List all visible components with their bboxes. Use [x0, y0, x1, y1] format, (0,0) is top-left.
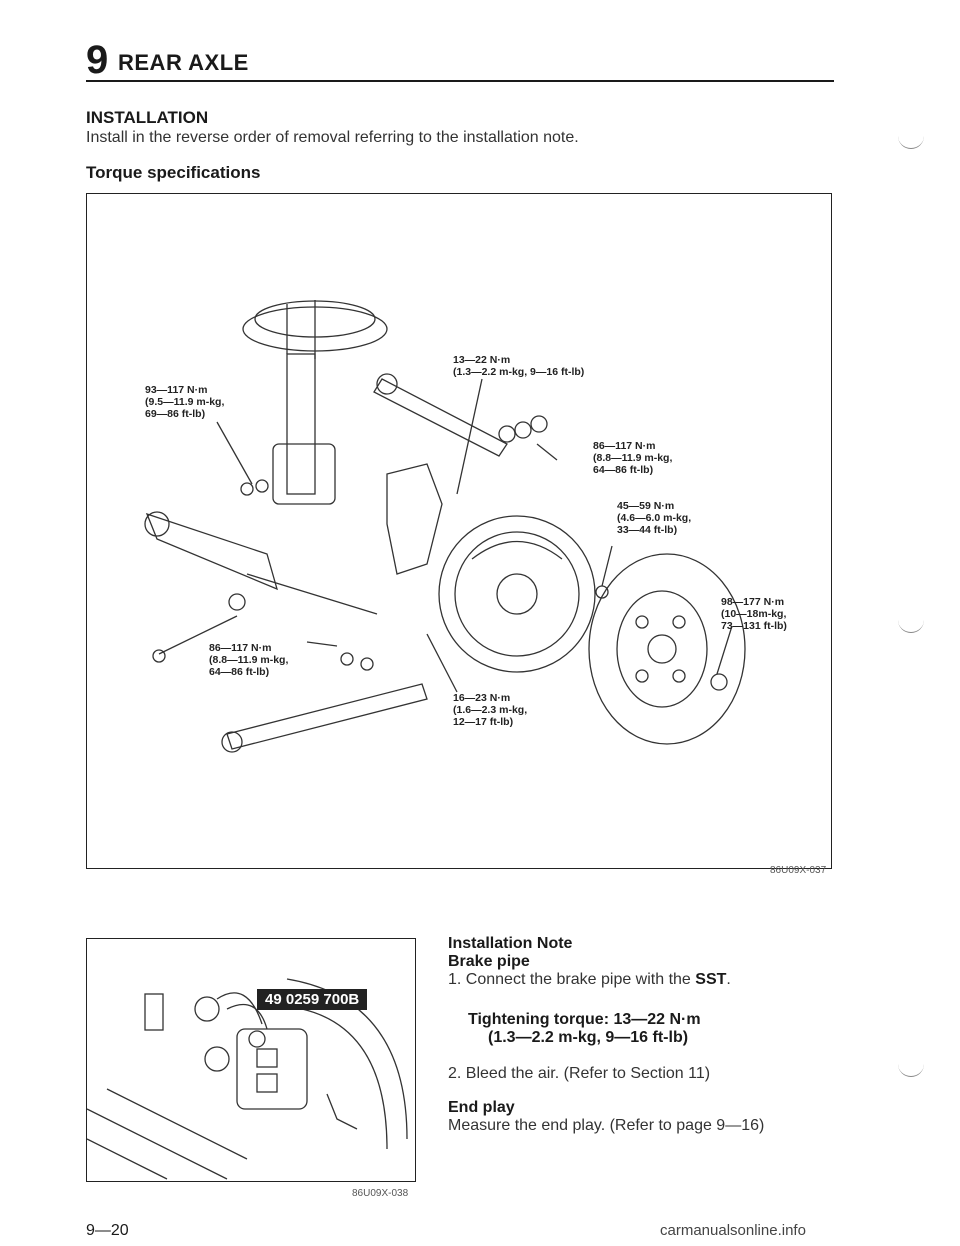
tightening-torque-line2: (1.3—2.2 m-kg, 9—16 ft-lb)	[488, 1029, 689, 1046]
tightening-torque-line1: Tightening torque: 13—22 N·m	[468, 1011, 701, 1028]
torque-label-link-nut: 86—117 N·m (8.8—11.9 m-kg, 64—86 ft-lb)	[593, 440, 673, 476]
header-rule	[86, 80, 834, 82]
margin-mark	[898, 136, 924, 149]
installation-note: Installation Note Brake pipe 1. Connect …	[448, 935, 868, 1135]
torque-label-brake-pipe: 16—23 N·m (1.6—2.3 m-kg, 12—17 ft-lb)	[453, 692, 528, 728]
step-2: 2. Bleed the air. (Refer to Section 11)	[448, 1065, 711, 1082]
note-title: Installation Note	[448, 935, 573, 952]
rear-axle-exploded-diagram: 93—117 N·m (9.5—11.9 m-kg, 69—86 ft-lb) …	[86, 193, 832, 869]
watermark: carmanualsonline.info	[660, 1222, 806, 1239]
torque-label-strut-bolt: 93—117 N·m (9.5—11.9 m-kg, 69—86 ft-lb)	[145, 384, 225, 420]
step-1: 1. Connect the brake pipe with the SST.	[448, 971, 731, 988]
margin-mark	[898, 620, 924, 633]
sst-term: SST	[695, 971, 727, 988]
torque-label-trailing-link: 86—117 N·m (8.8—11.9 m-kg, 64—86 ft-lb)	[209, 642, 289, 678]
torque-heading: Torque specifications	[86, 163, 261, 182]
page-number: 9—20	[86, 1222, 129, 1239]
brake-pipe-sst-illustration: 49 0259 700B	[86, 938, 416, 1182]
section-number: 9	[86, 38, 109, 82]
installation-text: Install in the reverse order of removal …	[86, 129, 579, 146]
end-play-heading: End play	[448, 1099, 515, 1116]
sst-number-badge: 49 0259 700B	[257, 989, 368, 1010]
rear-axle-illustration	[144, 300, 746, 753]
torque-label-hub-nut: 98—177 N·m (10—18m-kg, 73—131 ft-lb)	[721, 596, 787, 632]
small-figure-code: 86U09X-038	[352, 1188, 409, 1199]
section-title: REAR AXLE	[118, 50, 249, 75]
torque-label-upper-link: 13—22 N·m (1.3—2.2 m-kg, 9—16 ft-lb)	[453, 354, 585, 378]
brake-pipe-drawing	[87, 978, 408, 1180]
main-figure-code: 86U09X-037	[770, 865, 827, 876]
brake-pipe-heading: Brake pipe	[448, 953, 530, 970]
installation-heading: INSTALLATION	[86, 108, 209, 127]
torque-label-backing-plate: 45—59 N·m (4.6—6.0 m-kg, 33—44 ft-lb)	[617, 500, 692, 536]
margin-mark	[898, 1064, 924, 1077]
end-play-text: Measure the end play. (Refer to page 9—1…	[448, 1117, 765, 1134]
